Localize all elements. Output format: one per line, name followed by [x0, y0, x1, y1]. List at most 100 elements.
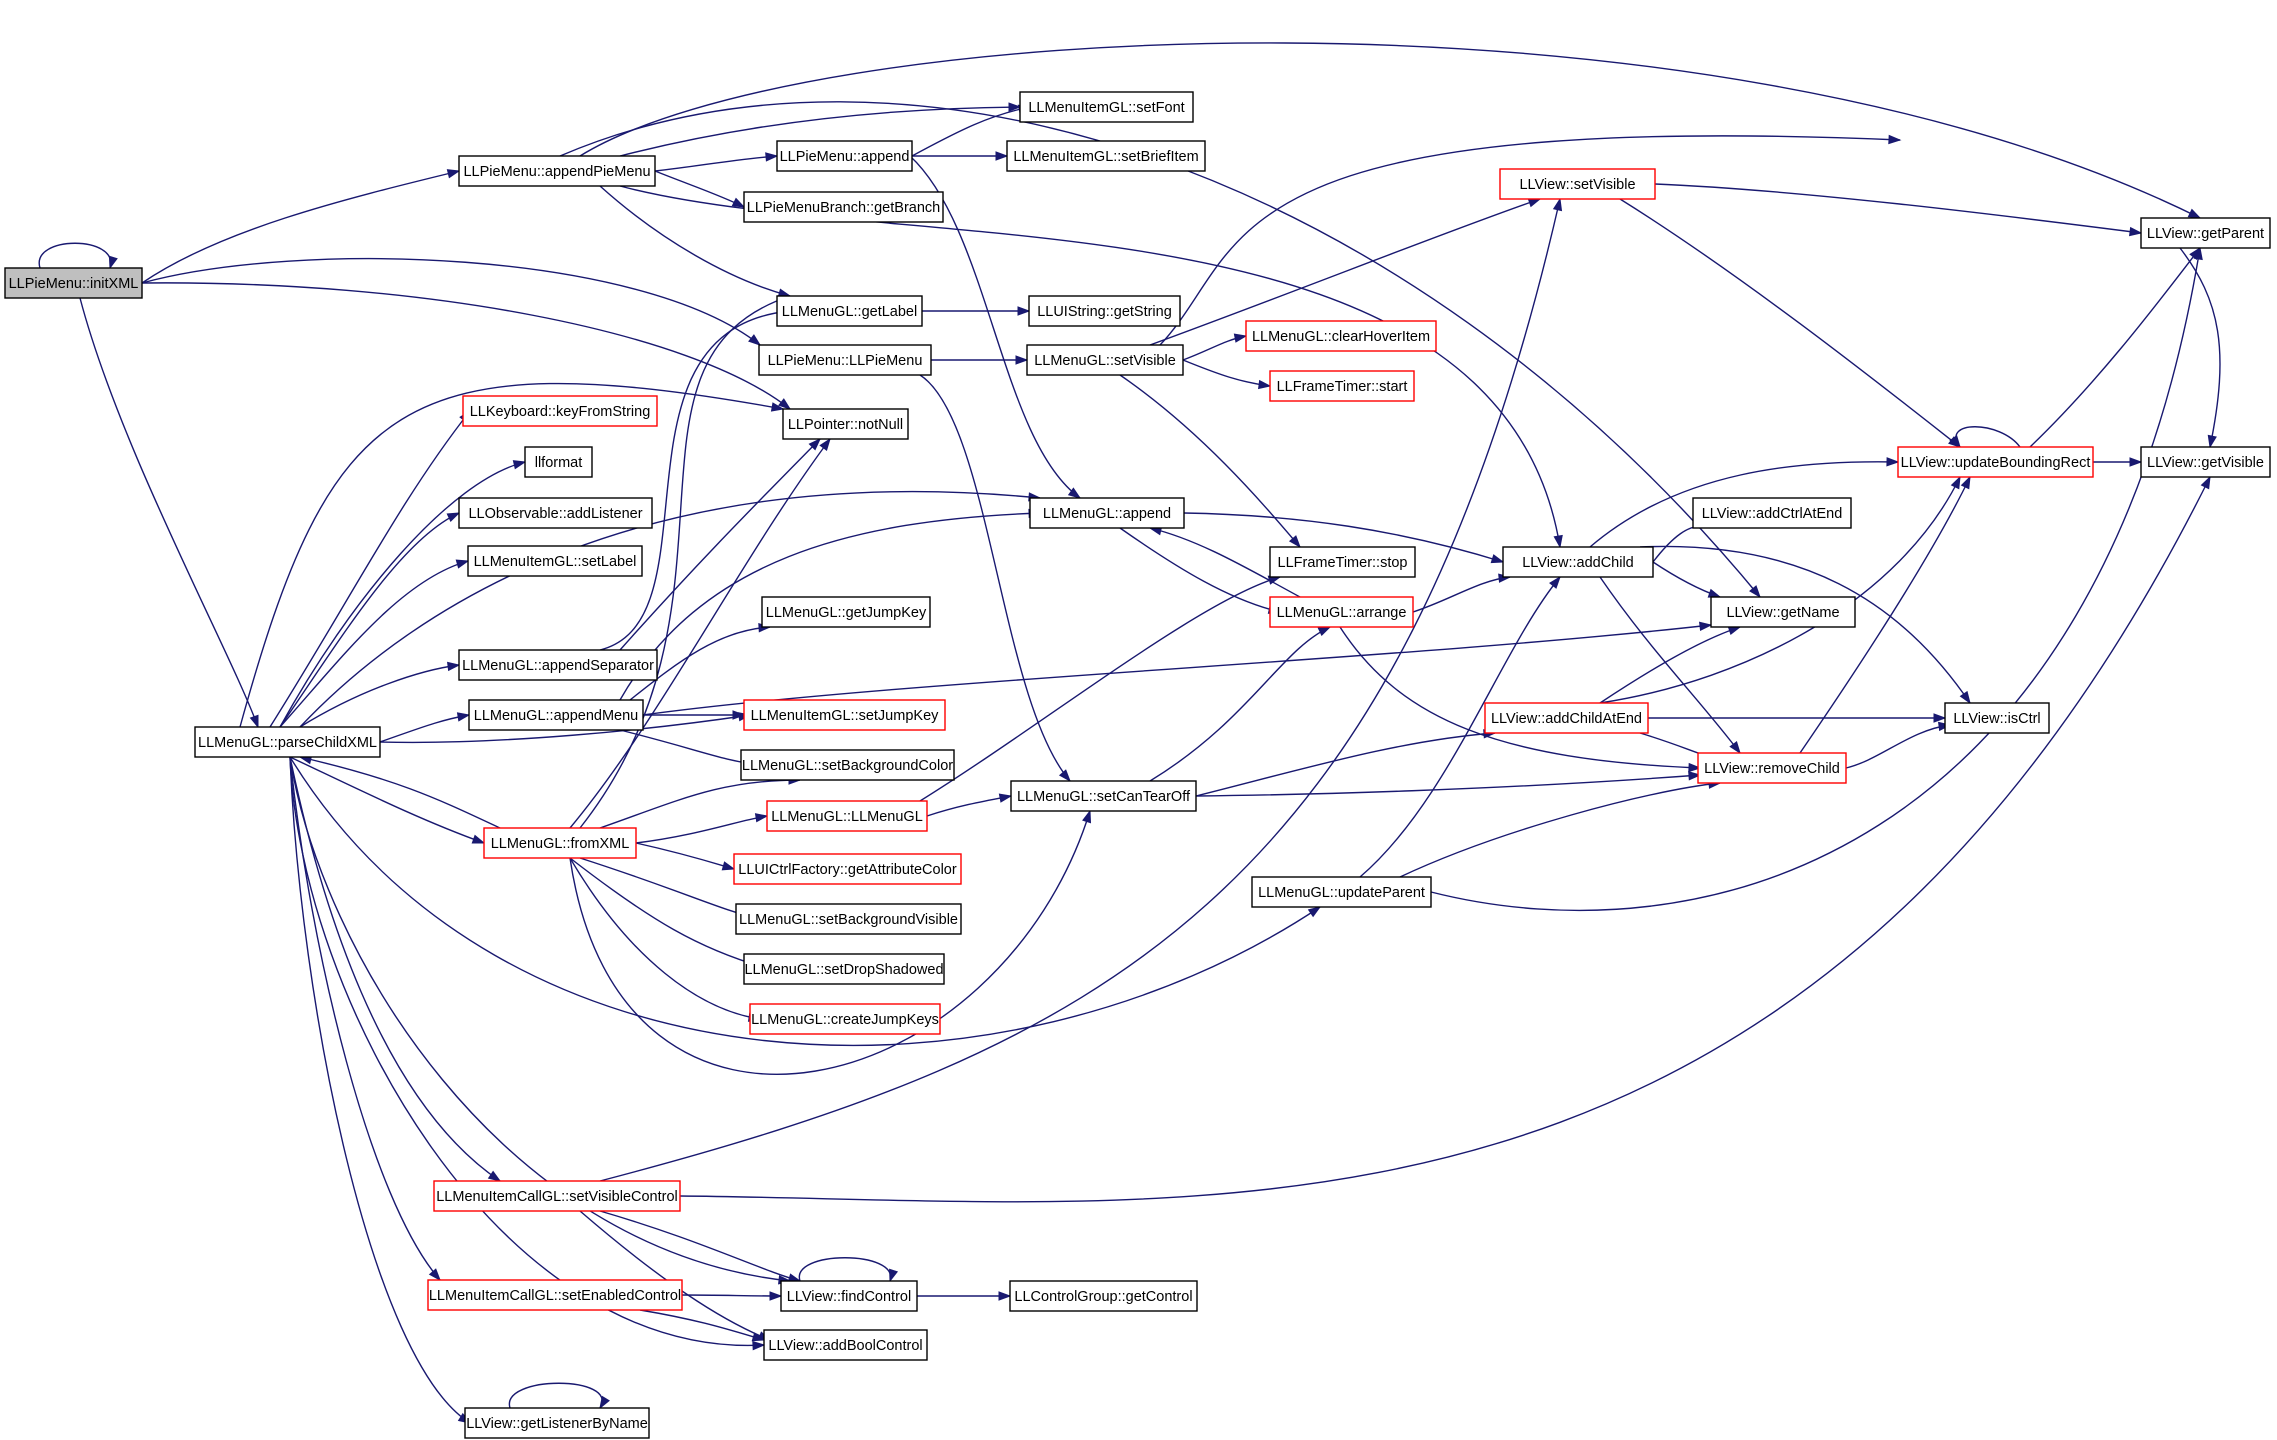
node-box[interactable] — [1269, 370, 1415, 402]
node-box[interactable] — [468, 699, 644, 731]
node-box[interactable] — [1010, 780, 1197, 812]
node-box[interactable] — [740, 749, 955, 781]
node-viewSetVisible[interactable]: LLView::setVisible — [1499, 168, 1656, 200]
node-getBranch[interactable]: LLPieMenuBranch::getBranch — [743, 191, 944, 223]
node-box[interactable] — [194, 726, 381, 758]
node-box[interactable] — [433, 1180, 681, 1212]
node-box[interactable] — [2140, 217, 2271, 249]
node-setBackgroundColor[interactable]: LLMenuGL::setBackgroundColor — [740, 749, 955, 781]
node-getString[interactable]: LLUIString::getString — [1028, 295, 1181, 327]
node-box[interactable] — [1897, 446, 2094, 478]
node-box[interactable] — [735, 903, 962, 935]
node-LLPieMenu[interactable]: LLPieMenu::LLPieMenu — [758, 344, 932, 376]
node-getVisible[interactable]: LLView::getVisible — [2140, 446, 2271, 478]
node-getJumpKey[interactable]: LLMenuGL::getJumpKey — [761, 596, 931, 628]
node-box[interactable] — [462, 395, 658, 427]
node-pieAppend[interactable]: LLPieMenu::append — [776, 140, 913, 172]
node-box[interactable] — [467, 545, 643, 577]
node-menuSetVisible[interactable]: LLMenuGL::setVisible — [1026, 344, 1184, 376]
node-getControl[interactable]: LLControlGroup::getControl — [1009, 1280, 1198, 1312]
node-box[interactable] — [4, 267, 143, 299]
node-box[interactable] — [733, 853, 962, 885]
node-box[interactable] — [2140, 446, 2271, 478]
node-addChild[interactable]: LLView::addChild — [1502, 546, 1654, 578]
node-box[interactable] — [749, 1003, 941, 1035]
node-appendSeparator[interactable]: LLMenuGL::appendSeparator — [458, 649, 658, 681]
node-box[interactable] — [1029, 497, 1185, 529]
node-box[interactable] — [743, 953, 945, 985]
node-setJumpKey[interactable]: LLMenuItemGL::setJumpKey — [743, 699, 946, 731]
node-isCtrl[interactable]: LLView::isCtrl — [1944, 702, 2050, 734]
node-box[interactable] — [1499, 168, 1656, 200]
node-addChildAtEnd[interactable]: LLView::addChildAtEnd — [1484, 702, 1649, 734]
node-box[interactable] — [464, 1407, 650, 1439]
node-box[interactable] — [1028, 295, 1181, 327]
node-createJumpKeys[interactable]: LLMenuGL::createJumpKeys — [749, 1003, 941, 1035]
node-updateBoundingRect[interactable]: LLView::updateBoundingRect — [1897, 446, 2094, 478]
node-box[interactable] — [1006, 140, 1206, 172]
node-timerStop[interactable]: LLFrameTimer::stop — [1269, 546, 1416, 578]
node-box[interactable] — [1692, 497, 1852, 529]
node-box[interactable] — [1026, 344, 1184, 376]
node-box[interactable] — [763, 1329, 928, 1361]
node-setBriefItem[interactable]: LLMenuItemGL::setBriefItem — [1006, 140, 1206, 172]
node-addCtrlAtEnd[interactable]: LLView::addCtrlAtEnd — [1692, 497, 1852, 529]
node-findControl[interactable]: LLView::findControl — [780, 1280, 918, 1312]
node-box[interactable] — [427, 1279, 683, 1311]
node-getAttributeColor[interactable]: LLUICtrlFactory::getAttributeColor — [733, 853, 962, 885]
node-box[interactable] — [458, 155, 656, 187]
node-setCanTearOff[interactable]: LLMenuGL::setCanTearOff — [1010, 780, 1197, 812]
node-box[interactable] — [1710, 596, 1856, 628]
node-box[interactable] — [743, 699, 946, 731]
node-setVisibleControl[interactable]: LLMenuItemCallGL::setVisibleControl — [433, 1180, 681, 1212]
node-box[interactable] — [1009, 1280, 1198, 1312]
node-box[interactable] — [524, 446, 593, 478]
node-setBackgroundVisible[interactable]: LLMenuGL::setBackgroundVisible — [735, 903, 962, 935]
node-menuAppend[interactable]: LLMenuGL::append — [1029, 497, 1185, 529]
node-addListener[interactable]: LLObservable::addListener — [458, 497, 653, 529]
node-box[interactable] — [458, 497, 653, 529]
node-setFont[interactable]: LLMenuItemGL::setFont — [1019, 91, 1194, 123]
node-removeChild[interactable]: LLView::removeChild — [1697, 752, 1847, 784]
node-getListenerByName[interactable]: LLView::getListenerByName — [464, 1407, 650, 1439]
node-box[interactable] — [1269, 546, 1416, 578]
node-addBoolControl[interactable]: LLView::addBoolControl — [763, 1329, 928, 1361]
node-initXML[interactable]: LLPieMenu::initXML — [4, 267, 143, 299]
node-setLabel[interactable]: LLMenuItemGL::setLabel — [467, 545, 643, 577]
node-box[interactable] — [1484, 702, 1649, 734]
node-box[interactable] — [1019, 91, 1194, 123]
node-setDropShadowed[interactable]: LLMenuGL::setDropShadowed — [743, 953, 945, 985]
node-box[interactable] — [1502, 546, 1654, 578]
node-keyFromString[interactable]: LLKeyboard::keyFromString — [462, 395, 658, 427]
node-arrange[interactable]: LLMenuGL::arrange — [1269, 596, 1414, 628]
node-updateParent[interactable]: LLMenuGL::updateParent — [1251, 876, 1432, 908]
node-parseChildXML[interactable]: LLMenuGL::parseChildXML — [194, 726, 381, 758]
node-box[interactable] — [776, 140, 913, 172]
node-getParent[interactable]: LLView::getParent — [2140, 217, 2271, 249]
node-setEnabledControl[interactable]: LLMenuItemCallGL::setEnabledControl — [427, 1279, 683, 1311]
node-box[interactable] — [1245, 320, 1437, 352]
node-box[interactable] — [743, 191, 944, 223]
node-box[interactable] — [458, 649, 658, 681]
node-timerStart[interactable]: LLFrameTimer::start — [1269, 370, 1415, 402]
node-appendMenu[interactable]: LLMenuGL::appendMenu — [468, 699, 644, 731]
node-box[interactable] — [1944, 702, 2050, 734]
node-box[interactable] — [483, 827, 637, 859]
node-box[interactable] — [782, 408, 909, 440]
node-llformat[interactable]: llformat — [524, 446, 593, 478]
node-notNull[interactable]: LLPointer::notNull — [782, 408, 909, 440]
node-box[interactable] — [780, 1280, 918, 1312]
node-box[interactable] — [766, 800, 928, 832]
node-box[interactable] — [1251, 876, 1432, 908]
node-getName[interactable]: LLView::getName — [1710, 596, 1856, 628]
node-box[interactable] — [1697, 752, 1847, 784]
node-clearHoverItem[interactable]: LLMenuGL::clearHoverItem — [1245, 320, 1437, 352]
node-box[interactable] — [776, 295, 923, 327]
node-box[interactable] — [758, 344, 932, 376]
node-fromXML[interactable]: LLMenuGL::fromXML — [483, 827, 637, 859]
node-box[interactable] — [1269, 596, 1414, 628]
node-appendPieMenu[interactable]: LLPieMenu::appendPieMenu — [458, 155, 656, 187]
node-getLabel[interactable]: LLMenuGL::getLabel — [776, 295, 923, 327]
node-box[interactable] — [761, 596, 931, 628]
node-LLMenuGLctor[interactable]: LLMenuGL::LLMenuGL — [766, 800, 928, 832]
